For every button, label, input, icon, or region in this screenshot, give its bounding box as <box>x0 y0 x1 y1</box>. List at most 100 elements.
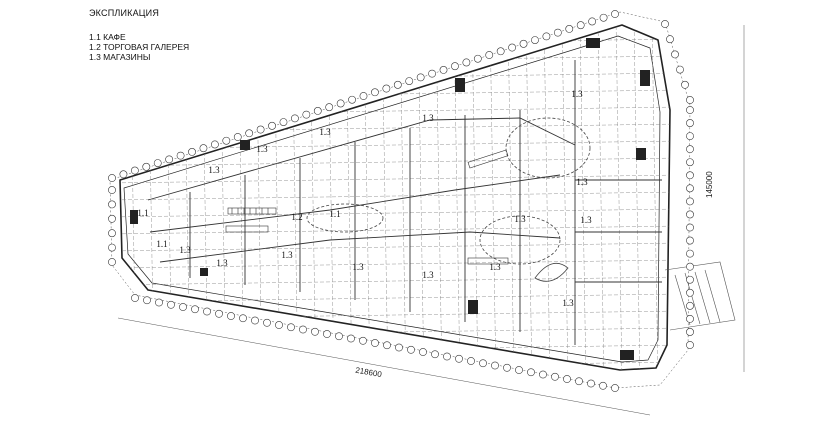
axis-bubble <box>108 214 116 223</box>
axis-bubble <box>268 121 276 130</box>
axis-bubble <box>291 114 299 123</box>
axis-bubble <box>222 136 231 145</box>
axis-bubble <box>686 236 694 245</box>
zone-label: 1.3 <box>208 165 220 175</box>
axis-bubble <box>383 341 391 350</box>
zone-label: 1.3 <box>216 258 228 268</box>
grid-line <box>615 25 623 370</box>
axis-bubble <box>462 58 471 67</box>
axis-ring <box>109 11 745 416</box>
axis-bubble <box>681 80 689 89</box>
grid-line <box>309 25 317 370</box>
axis-bubble <box>599 381 607 390</box>
grid-line <box>120 242 670 252</box>
axis-bubble <box>686 158 694 167</box>
axis-bubble <box>371 339 379 347</box>
axis-bubble <box>508 43 517 52</box>
grid-line <box>120 276 670 286</box>
axis-bubble <box>451 62 459 71</box>
grid-line <box>120 225 670 235</box>
grid-line <box>219 25 227 370</box>
legend-title: ЭКСПЛИКАЦИЯ <box>89 8 160 18</box>
axis-bubble <box>527 368 535 377</box>
axis-bubble <box>167 300 175 309</box>
zone-label: 1.3 <box>576 177 588 187</box>
axis-bubble <box>431 350 439 359</box>
axis-bubble <box>542 32 551 41</box>
axis-bubble <box>210 140 219 149</box>
axis-bubble <box>371 88 379 97</box>
grid-line <box>165 25 173 370</box>
axis-bubble <box>108 186 116 194</box>
zone-label: 1.3 <box>562 298 574 308</box>
axis-bubble <box>503 363 511 372</box>
axis-bubble <box>686 288 694 297</box>
grid-line <box>453 25 461 370</box>
legend-item-cafe: 1.1 КАФЕ <box>89 32 126 42</box>
grid-line <box>237 25 245 370</box>
axis-bubble <box>302 110 311 119</box>
axis-bubble <box>131 294 139 302</box>
axis-bubble <box>686 314 694 323</box>
building-outline <box>119 24 671 371</box>
axis-bubble <box>686 262 694 271</box>
axis-bubble <box>108 229 116 238</box>
axis-bubble <box>143 296 151 305</box>
axis-bubble <box>299 325 307 334</box>
axis-bubble <box>686 341 694 349</box>
grid-line <box>471 25 479 370</box>
zone-label: 1.3 <box>571 89 583 99</box>
grid-line <box>120 310 670 320</box>
axis-bubble <box>155 298 163 307</box>
axis-bubble <box>686 96 694 104</box>
axis-bubble <box>563 375 571 383</box>
grid-line <box>120 208 670 218</box>
zone-label: 1.1 <box>329 209 340 219</box>
zone-label: 1.3 <box>489 262 501 272</box>
grid-line <box>489 25 497 370</box>
axis-bubble <box>419 348 427 356</box>
grid-line <box>579 25 587 370</box>
axis-bubble <box>119 170 128 179</box>
axis-bubble <box>686 119 694 127</box>
axis-bubble <box>382 84 391 93</box>
axis-bubble <box>165 155 174 164</box>
axis-bubble <box>686 249 694 258</box>
axis-bubble <box>279 118 288 126</box>
axis-bubble <box>323 330 331 338</box>
axis-bubble <box>130 166 139 175</box>
grid-line <box>120 140 670 150</box>
axis-bubble <box>686 171 694 180</box>
axis-bubble <box>203 307 211 316</box>
axis-bubble <box>108 200 116 209</box>
grid-line <box>381 25 389 370</box>
axis-bubble <box>313 107 322 115</box>
axis-bubble <box>611 10 619 18</box>
axis-bubble <box>443 352 451 361</box>
axis-bubble <box>348 95 356 104</box>
axis-bubble <box>335 332 343 341</box>
loading-dock <box>664 261 736 331</box>
axis-bubble <box>325 103 334 112</box>
atrium <box>306 117 591 282</box>
grid-line <box>120 191 670 201</box>
zone-label: 1.3 <box>352 262 364 272</box>
axis-bubble <box>393 80 402 89</box>
axis-bubble <box>686 275 694 284</box>
grid-line <box>129 25 137 370</box>
legend-item-shops: 1.3 МАГАЗИНЫ <box>89 52 151 62</box>
axis-bubble <box>553 28 562 37</box>
axis-bubble <box>551 372 559 381</box>
axis-bubbles <box>108 10 694 392</box>
core-blocks <box>130 38 650 360</box>
grid-line <box>120 174 670 184</box>
axis-bubble <box>491 361 499 370</box>
axis-bubble <box>347 334 355 343</box>
axis-bubble <box>416 73 425 82</box>
length-dimension: 218600 <box>355 366 383 380</box>
grid-line <box>651 25 659 370</box>
grid-line <box>633 25 641 370</box>
legend: ЭКСПЛИКАЦИЯ 1.1 КАФЕ 1.2 ТОРГОВАЯ ГАЛЕРЕ… <box>89 8 189 62</box>
axis-bubble <box>666 35 674 44</box>
axis-bubble <box>233 133 242 141</box>
